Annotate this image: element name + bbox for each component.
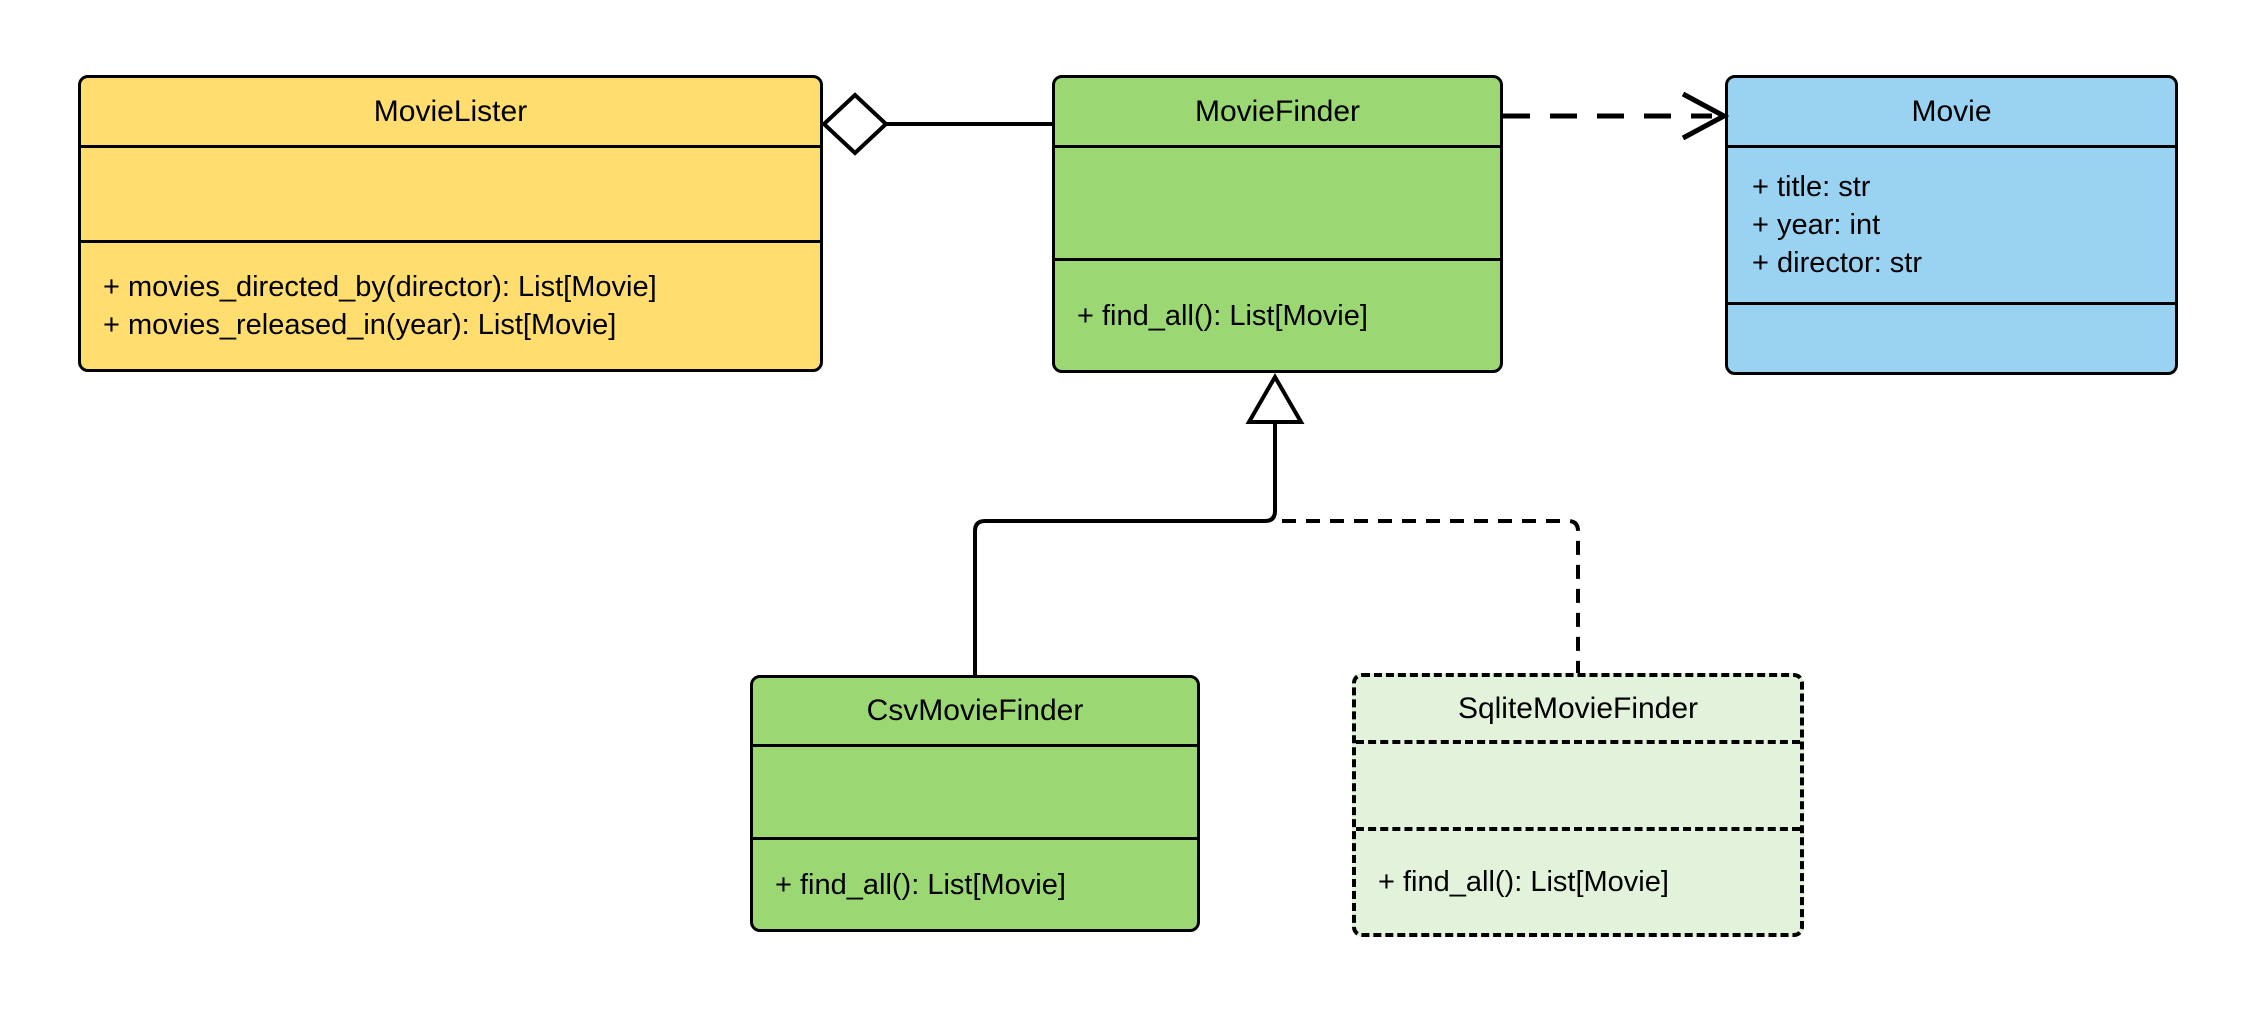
attribute-label: + year: int bbox=[1752, 209, 1881, 241]
inheritance-dashed-line-sqlite bbox=[1282, 519, 1580, 673]
class-sqlitemoviefinder-methods-compartment: + find_all(): List[Movie] bbox=[1356, 827, 1800, 933]
class-moviefinder-title: MovieFinder bbox=[1194, 94, 1361, 128]
class-movielister-methods-compartment: + movies_directed_by(director): List[Mov… bbox=[81, 240, 820, 369]
class-moviefinder-attributes-compartment bbox=[1055, 145, 1500, 258]
class-csvmoviefinder: CsvMovieFinder + find_all(): List[Movie] bbox=[750, 675, 1200, 932]
method-label: + movies_directed_by(director): List[Mov… bbox=[103, 271, 657, 303]
class-csvmoviefinder-methods-compartment: + find_all(): List[Movie] bbox=[753, 837, 1197, 929]
attribute-label: + director: str bbox=[1752, 247, 1923, 279]
class-movie-methods-compartment bbox=[1728, 302, 2175, 372]
method-label: + find_all(): List[Movie] bbox=[1077, 299, 1368, 332]
class-csvmoviefinder-attributes-compartment bbox=[753, 744, 1197, 837]
class-movie-attributes-compartment: + title: str + year: int + director: str bbox=[1728, 145, 2175, 302]
class-movielister-attributes-compartment bbox=[81, 145, 820, 240]
dependency-open-arrow-icon bbox=[1681, 91, 1730, 141]
class-sqlitemoviefinder-attributes-compartment bbox=[1356, 740, 1800, 827]
class-movielister: MovieLister + movies_directed_by(directo… bbox=[78, 75, 823, 372]
method-label: + find_all(): List[Movie] bbox=[1378, 866, 1669, 898]
attribute-label: + title: str bbox=[1752, 171, 1871, 203]
inheritance-triangle-icon bbox=[1245, 373, 1305, 424]
class-csvmoviefinder-title: CsvMovieFinder bbox=[866, 694, 1084, 727]
class-moviefinder-methods-compartment: + find_all(): List[Movie] bbox=[1055, 258, 1500, 370]
class-movie: Movie + title: str + year: int + directo… bbox=[1725, 75, 2178, 375]
method-label: + movies_released_in(year): List[Movie] bbox=[103, 309, 617, 341]
class-sqlitemoviefinder: SqliteMovieFinder + find_all(): List[Mov… bbox=[1352, 673, 1804, 937]
inheritance-line-csv bbox=[973, 422, 1277, 675]
class-moviefinder: MovieFinder + find_all(): List[Movie] bbox=[1052, 75, 1503, 373]
class-movielister-title: MovieLister bbox=[373, 94, 528, 128]
class-movie-title: Movie bbox=[1911, 94, 1992, 128]
method-label: + find_all(): List[Movie] bbox=[775, 868, 1066, 901]
class-sqlitemoviefinder-title: SqliteMovieFinder bbox=[1457, 691, 1699, 725]
aggregation-diamond-icon bbox=[821, 92, 889, 156]
